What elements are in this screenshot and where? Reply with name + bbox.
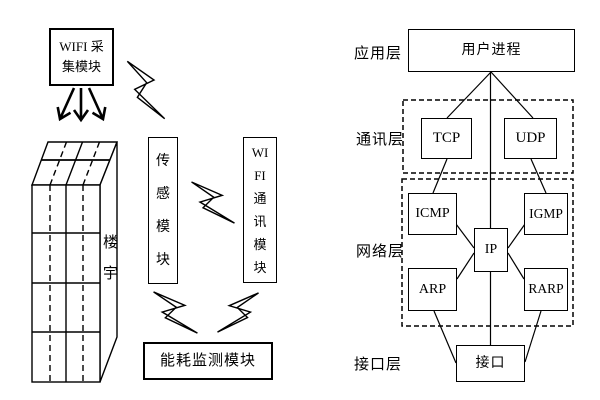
down-arrows-icon (56, 87, 107, 123)
rarp-node: RARP (524, 268, 568, 311)
application-layer-label: 应用层 (353, 46, 402, 62)
lightning-icon (154, 292, 198, 333)
tcp-node: TCP (421, 118, 472, 159)
communication-layer-label: 通讯层 (355, 132, 404, 148)
lightning-icon (217, 293, 258, 332)
wifi-collect-module-box: WIFI 采 集模块 (49, 28, 114, 86)
sensor-module-box: 传 感 模 块 (148, 137, 178, 284)
lightning-icon (192, 182, 235, 223)
udp-node: UDP (504, 118, 557, 159)
building-label: 楼 宇 (102, 235, 119, 282)
ip-node: IP (474, 228, 508, 272)
building-illustration (30, 141, 119, 383)
interface-layer-label: 接口层 (353, 357, 402, 373)
energy-monitor-module-box: 能耗监测模块 (143, 342, 273, 380)
user-process-node: 用户进程 (408, 29, 575, 72)
network-layer-label: 网络层 (355, 244, 404, 260)
arp-node: ARP (408, 268, 457, 311)
network-layer-frame (401, 178, 574, 327)
communication-layer-frame (402, 99, 574, 174)
interface-node: 接口 (456, 345, 525, 382)
icmp-node: ICMP (408, 193, 457, 235)
igmp-node: IGMP (524, 193, 568, 235)
wifi-comm-module-box: WI FI 通 讯 模 块 (243, 137, 277, 283)
lightning-icon (127, 61, 164, 118)
protocol-connections (432, 71, 547, 364)
